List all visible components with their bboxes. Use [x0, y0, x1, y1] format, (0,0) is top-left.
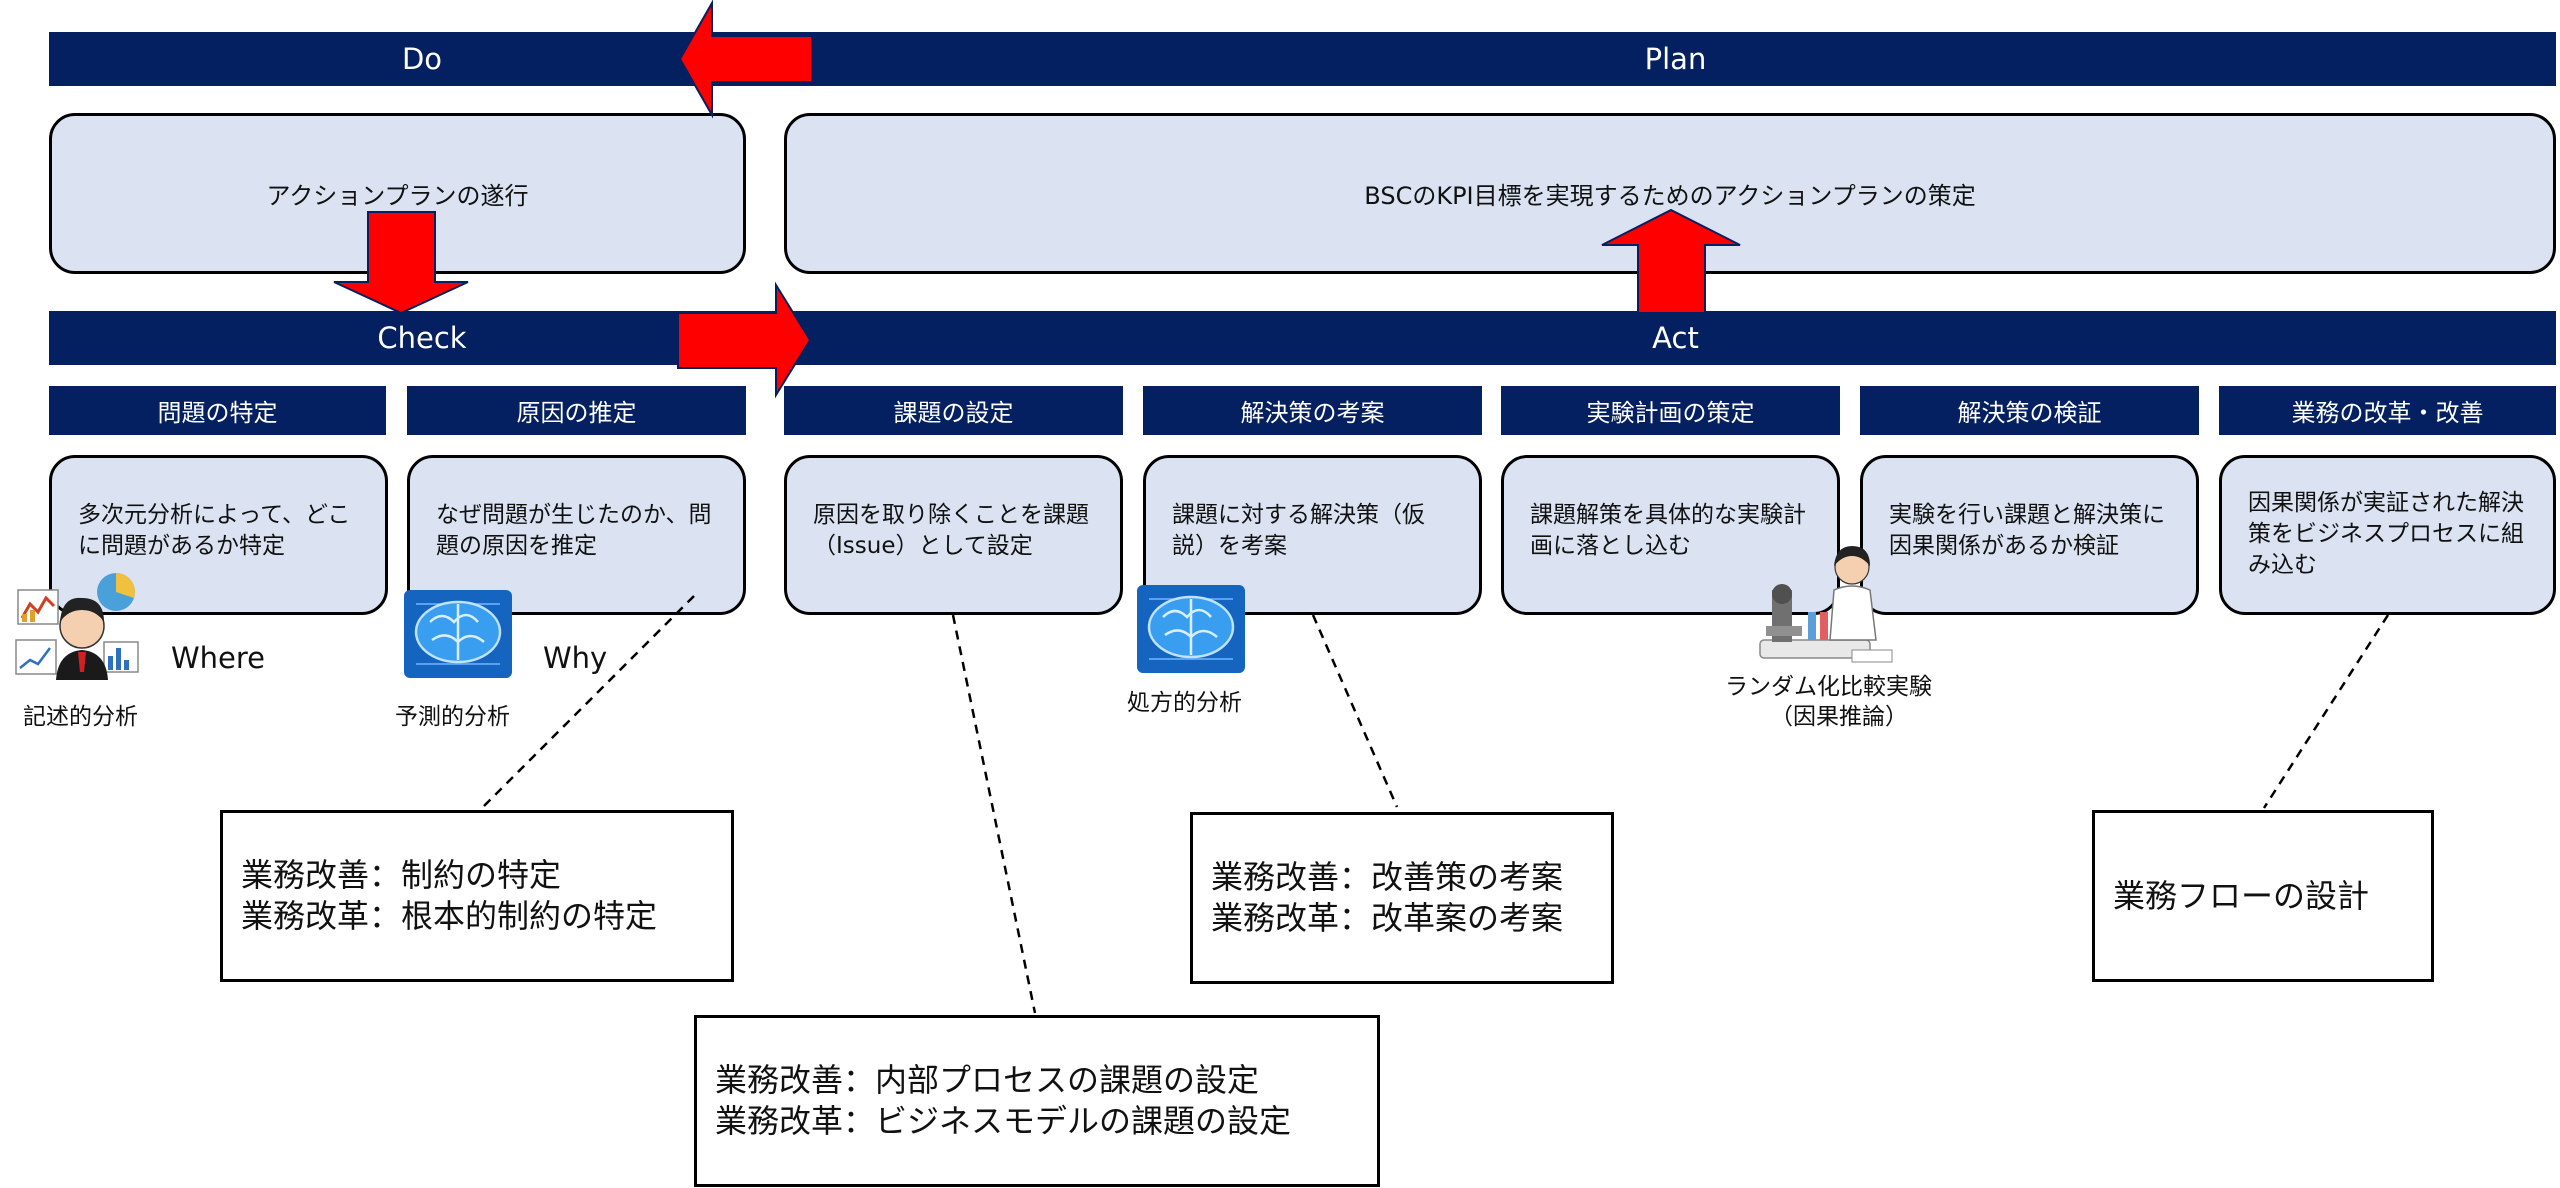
note-text: 業務改善：制約の特定 業務改革：根本的制約の特定: [241, 856, 658, 935]
step-header-problem: 問題の特定: [49, 386, 386, 435]
step-text: なぜ問題が生じたのか、問題の原因を推定: [436, 502, 712, 559]
note-text: 業務改善：改善策の考案 業務改革：改革案の考案: [1211, 858, 1564, 937]
step-title: 原因の推定: [516, 399, 637, 427]
note-flow: 業務フローの設計: [2092, 810, 2434, 982]
where-label: Where: [171, 641, 266, 675]
check-label: Check: [377, 321, 467, 355]
do-bar: Do: [49, 32, 795, 86]
descriptive-analytics-label: 記述的分析: [23, 704, 138, 730]
step-header-reform: 業務の改革・改善: [2219, 386, 2556, 435]
why-label: Why: [543, 641, 608, 675]
note-text: 業務改善：内部プロセスの課題の設定 業務改革：ビジネスモデルの課題の設定: [715, 1061, 1292, 1140]
prescriptive-analytics-label: 処方的分析: [1127, 690, 1242, 716]
act-bar: Act: [795, 311, 2556, 365]
step-title: 業務の改革・改善: [2291, 399, 2484, 427]
plan-box-text: BSCのKPI目標を実現するためのアクションプランの策定: [1364, 182, 1976, 210]
step-text: 多次元分析によって、どこに問題があるか特定: [78, 502, 351, 559]
connector-reform: [2262, 614, 2390, 809]
arrow-left-icon: [678, 0, 813, 119]
brain-icon: [1137, 585, 1245, 673]
step-card-cause: なぜ問題が生じたのか、問題の原因を推定: [407, 455, 746, 615]
connector-cause: [477, 595, 695, 813]
connector-issue: [951, 614, 1037, 1014]
step-card-verify: 実験を行い課題と解決策に因果関係があるか検証: [1860, 455, 2199, 615]
arrow-up-icon: [1601, 208, 1741, 314]
analyst-icon: [15, 573, 139, 680]
step-card-reform: 因果関係が実証された解決策をビジネスプロセスに組み込む: [2219, 455, 2556, 615]
scientist-icon: [1759, 546, 1893, 663]
do-box-text: アクションプランの遂行: [266, 182, 529, 210]
brain-icon: [404, 590, 512, 678]
step-title: 解決策の考案: [1240, 399, 1385, 427]
step-header-experiment: 実験計画の策定: [1501, 386, 1840, 435]
rct-label-line2: （因果推論）: [1770, 704, 1908, 730]
note-issue: 業務改善：内部プロセスの課題の設定 業務改革：ビジネスモデルの課題の設定: [694, 1015, 1380, 1187]
do-label: Do: [401, 42, 443, 76]
step-title: 問題の特定: [157, 399, 278, 427]
arrow-right-icon: [677, 281, 812, 399]
do-box: アクションプランの遂行: [49, 113, 746, 274]
note-text: 業務フローの設計: [2113, 876, 2370, 915]
check-bar: Check: [49, 311, 795, 365]
step-title: 解決策の検証: [1957, 399, 2102, 427]
step-title: 実験計画の策定: [1586, 399, 1755, 427]
step-header-cause: 原因の推定: [407, 386, 746, 435]
connector-solution: [1311, 614, 1399, 808]
step-header-verify: 解決策の検証: [1860, 386, 2199, 435]
step-header-solution: 解決策の考案: [1143, 386, 1482, 435]
step-text: 原因を取り除くことを課題（Issue）として設定: [813, 502, 1089, 559]
step-title: 課題の設定: [893, 399, 1014, 427]
step-text: 課題に対する解決策（仮説）を考案: [1172, 502, 1425, 559]
note-constraint: 業務改善：制約の特定 業務改革：根本的制約の特定: [220, 810, 734, 982]
arrow-down-icon: [333, 211, 469, 315]
step-card-issue: 原因を取り除くことを課題（Issue）として設定: [784, 455, 1123, 615]
rct-label-line1: ランダム化比較実験: [1725, 674, 1932, 700]
step-card-problem: 多次元分析によって、どこに問題があるか特定: [49, 455, 388, 615]
step-text: 因果関係が実証された解決策をビジネスプロセスに組み込む: [2248, 490, 2524, 578]
predictive-analytics-label: 予測的分析: [395, 704, 510, 730]
plan-bar: Plan: [795, 32, 2556, 86]
step-text: 実験を行い課題と解決策に因果関係があるか検証: [1889, 502, 2165, 559]
step-header-issue: 課題の設定: [784, 386, 1123, 435]
plan-label: Plan: [1644, 42, 1707, 76]
note-solution: 業務改善：改善策の考案 業務改革：改革案の考案: [1190, 812, 1614, 984]
act-label: Act: [1652, 321, 1699, 355]
step-text: 課題解策を具体的な実験計画に落とし込む: [1530, 502, 1806, 559]
